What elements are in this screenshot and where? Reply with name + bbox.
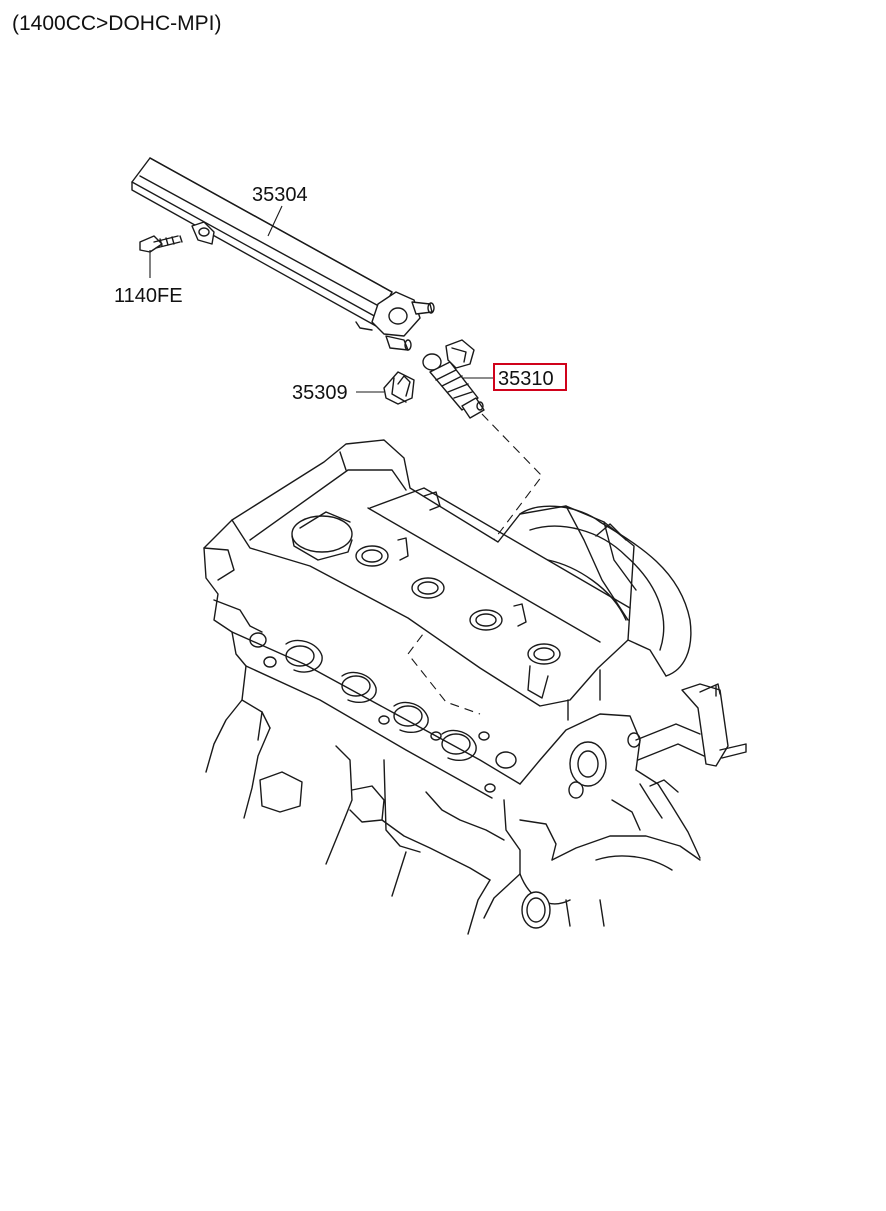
part-label-35309[interactable]: 35309 [292, 382, 348, 404]
engine-drawing [203, 439, 747, 935]
fuel-rail-drawing[interactable] [131, 157, 435, 351]
injector-drawing[interactable] [422, 339, 485, 419]
part-labels: 35304 1140FE 35310 35309 [114, 184, 567, 404]
bolt-drawing[interactable] [139, 235, 183, 253]
part-label-35304[interactable]: 35304 [252, 184, 308, 206]
leader-lines [149, 205, 543, 715]
part-label-1140fe[interactable]: 1140FE [114, 285, 183, 307]
page-title: (1400CC>DOHC-MPI) [12, 12, 222, 35]
clip-drawing[interactable] [383, 371, 415, 405]
part-label-35310[interactable]: 35310 [498, 368, 554, 390]
highlight-box [493, 363, 567, 391]
